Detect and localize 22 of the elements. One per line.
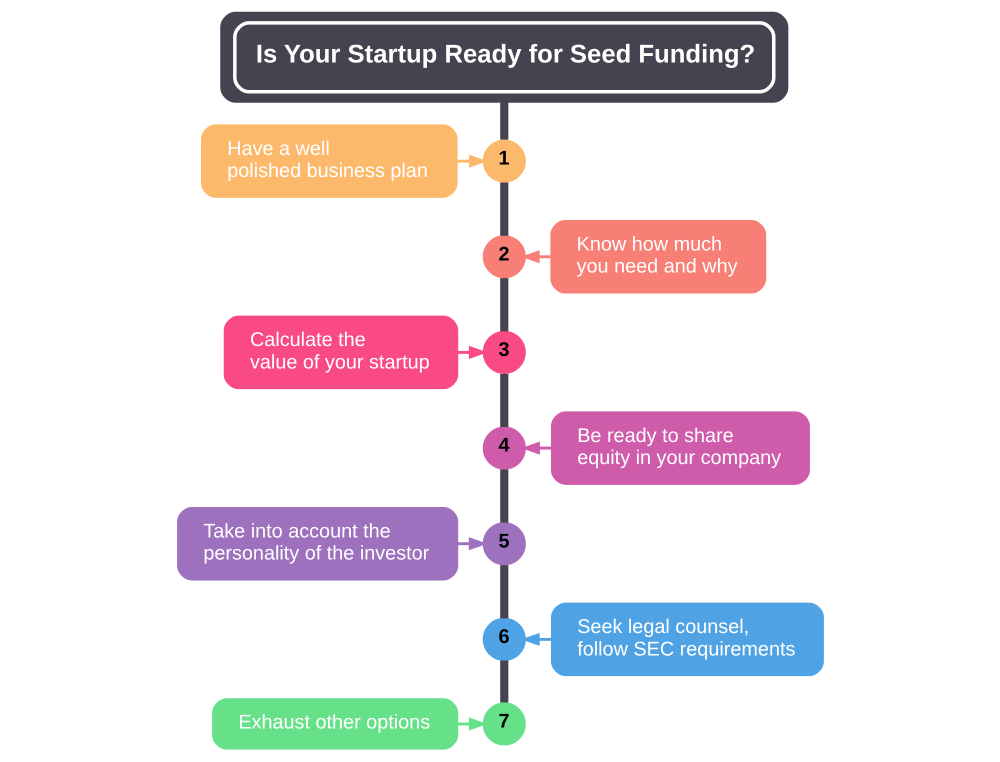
node-box: Know how much you need and why	[550, 220, 766, 294]
node-box: Is Your Startup Ready for Seed Funding?	[220, 12, 788, 103]
node-circle: 1	[482, 140, 526, 183]
node-box: Have a well polished business plan	[200, 124, 458, 198]
connector	[500, 278, 508, 332]
node-circle: 2	[482, 235, 526, 278]
connector	[500, 182, 508, 236]
node-box: Exhaust other options	[212, 698, 458, 750]
node-box: Be ready to share equity in your company	[550, 411, 810, 485]
node-box: Seek legal counsel, follow SEC requirements	[550, 602, 824, 676]
connector	[500, 470, 508, 523]
node-circle: 7	[482, 702, 526, 746]
connector	[500, 660, 508, 702]
connector	[500, 565, 508, 618]
connector	[500, 374, 508, 428]
node-circle: 4	[482, 426, 526, 470]
node-box: Take into account the personality of the investor	[176, 506, 458, 580]
node-circle: 6	[482, 618, 526, 661]
node-box: Calculate the value of your startup	[223, 316, 458, 390]
node-circle: 5	[482, 522, 526, 566]
connector	[500, 102, 508, 140]
node-circle: 3	[482, 330, 526, 374]
